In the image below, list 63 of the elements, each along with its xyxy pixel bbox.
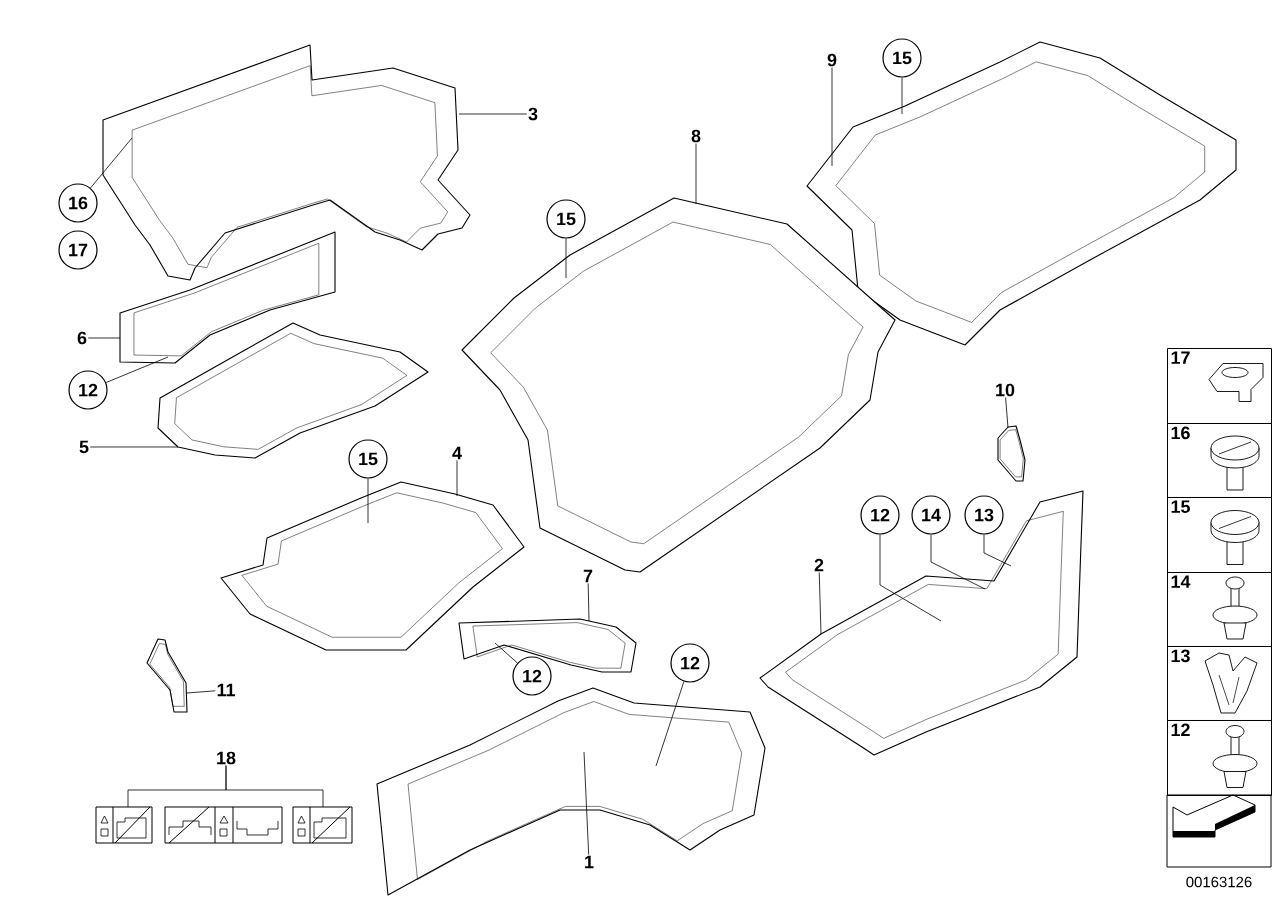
leader-line: [105, 356, 169, 383]
leader-line: [901, 77, 903, 115]
callout-number: 13: [964, 495, 1004, 535]
callout-number: 17: [58, 230, 98, 270]
warning-label-drawing: [164, 806, 283, 844]
leader-line: [458, 113, 528, 115]
leader-line: [225, 765, 324, 808]
leader-line: [1005, 397, 1009, 429]
part-cell: 16: [1167, 423, 1272, 498]
callout-number: 12: [68, 370, 108, 410]
leader-line: [186, 690, 216, 694]
callout-number: 6: [77, 331, 87, 345]
part-cell: 12: [1167, 720, 1272, 796]
leader-line: [565, 238, 567, 279]
callout-number: 12: [860, 495, 900, 535]
leader-line: [818, 572, 822, 635]
trim-panel-drawing: [102, 44, 471, 281]
part-cell: 14: [1167, 572, 1272, 647]
callout-number: 14: [911, 495, 951, 535]
warning-label-drawing: [95, 806, 153, 844]
callout-number: 15: [348, 439, 388, 479]
callout-number: 9: [827, 53, 837, 67]
leader-line: [89, 446, 179, 448]
leader-line: [367, 478, 369, 524]
leader-line: [494, 642, 518, 664]
leader-line: [87, 337, 121, 339]
trim-panel-drawing: [119, 231, 336, 364]
callout-number: 8: [691, 129, 701, 143]
leader-line: [831, 67, 833, 167]
leader-line: [583, 751, 590, 856]
part-cell: 17: [1167, 348, 1272, 424]
callout-number: 4: [452, 446, 462, 460]
callout-number: 2: [814, 558, 824, 572]
callout-number: 16: [58, 183, 98, 223]
callout-number: 1: [585, 855, 594, 869]
leader-line: [930, 534, 986, 590]
callout-number: 3: [528, 107, 538, 121]
part-cell: 15: [1167, 497, 1272, 573]
trim-panel-drawing: [376, 687, 766, 896]
cover-drawing: [759, 490, 1084, 756]
callout-number: 18: [217, 751, 236, 765]
storage-tray-drawing: [806, 41, 1237, 346]
leader-line: [587, 582, 590, 622]
callout-number: 11: [217, 683, 235, 697]
clip-drawing: [146, 638, 188, 713]
leader-line: [655, 681, 685, 767]
leader-line: [879, 534, 942, 622]
callout-number: 7: [583, 569, 593, 583]
callout-number: 15: [882, 38, 922, 78]
callout-number: 12: [670, 643, 710, 683]
arrow-panel: [1166, 794, 1272, 868]
tray-drawing: [220, 481, 525, 651]
callout-number: 5: [79, 440, 89, 454]
leader-line: [695, 143, 697, 205]
callout-number: 15: [546, 199, 586, 239]
bracket-drawing: [997, 425, 1026, 482]
part-cell: 13: [1167, 646, 1272, 721]
leader-line: [456, 459, 458, 497]
callout-number: 10: [996, 383, 1015, 397]
warning-label-drawing: [292, 806, 353, 844]
leader-line: [90, 137, 133, 189]
callout-number: 12: [512, 656, 552, 696]
leader-line: [983, 534, 1012, 567]
